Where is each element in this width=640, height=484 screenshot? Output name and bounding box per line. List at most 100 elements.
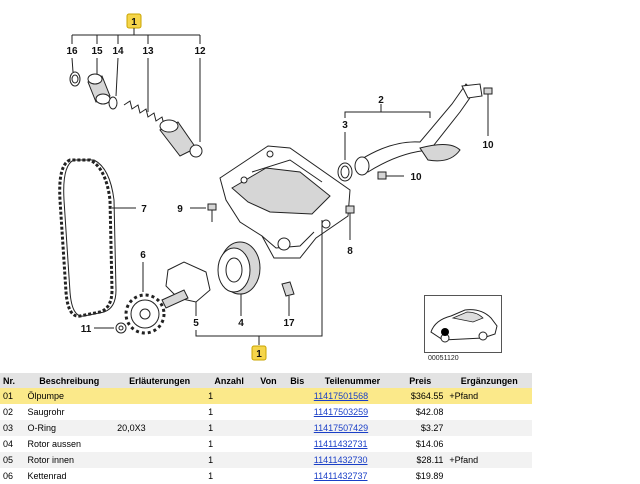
callout-16[interactable]: 16 bbox=[66, 46, 78, 57]
part-number-link[interactable]: 11411432737 bbox=[313, 471, 368, 481]
callout-2[interactable]: 2 bbox=[378, 95, 384, 106]
header-ergaenzungen: Ergänzungen bbox=[446, 373, 532, 388]
callout-17[interactable]: 17 bbox=[283, 318, 295, 329]
row-qty: 1 bbox=[205, 468, 254, 484]
table-row[interactable]: 03 O-Ring 20,0X3 1 11417507429 $3.27 bbox=[0, 420, 532, 436]
row-nr: 06 bbox=[0, 468, 25, 484]
row-qty: 1 bbox=[205, 436, 254, 452]
inner-rotor-5 bbox=[161, 261, 211, 309]
ring-14 bbox=[108, 96, 118, 110]
bolt-10-b bbox=[377, 171, 396, 180]
row-bis bbox=[283, 468, 311, 484]
vehicle-thumbnail bbox=[424, 295, 502, 353]
callout-9[interactable]: 9 bbox=[177, 204, 183, 215]
row-description: Rotor aussen bbox=[24, 436, 115, 452]
row-von bbox=[253, 452, 284, 468]
row-extra: +Pfand bbox=[446, 452, 532, 468]
callout-14[interactable]: 14 bbox=[112, 46, 124, 57]
table-row[interactable]: 02 Saugrohr 1 11417503259 $42.08 bbox=[0, 404, 532, 420]
row-nr: 02 bbox=[0, 404, 25, 420]
row-extra bbox=[446, 436, 532, 452]
callout-10-a[interactable]: 10 bbox=[482, 140, 494, 151]
row-von bbox=[253, 468, 284, 484]
row-note bbox=[114, 388, 206, 404]
callout-6[interactable]: 6 bbox=[140, 250, 146, 261]
suction-pipe-2 bbox=[354, 83, 483, 176]
row-qty: 1 bbox=[205, 452, 254, 468]
bolt-10-a bbox=[483, 87, 493, 108]
part-number-link[interactable]: 11411432730 bbox=[313, 455, 368, 465]
row-extra bbox=[446, 468, 532, 484]
row-price: $364.55 bbox=[394, 388, 447, 404]
row-extra: +Pfand bbox=[446, 388, 532, 404]
callout-12[interactable]: 12 bbox=[194, 46, 206, 57]
row-bis bbox=[283, 436, 311, 452]
piston-12 bbox=[159, 119, 203, 158]
row-note: 20,0X3 bbox=[114, 420, 206, 436]
callout-1-bottom[interactable]: 1 bbox=[256, 349, 262, 360]
row-price: $14.06 bbox=[394, 436, 447, 452]
table-row[interactable]: 01 Ölpumpe 1 11417501568 $364.55 +Pfand bbox=[0, 388, 532, 404]
row-von bbox=[253, 404, 284, 420]
row-note bbox=[114, 404, 206, 420]
row-price: $28.11 bbox=[394, 452, 447, 468]
callout-10-b[interactable]: 10 bbox=[410, 172, 422, 183]
bolt-8 bbox=[345, 205, 355, 226]
sprocket-6 bbox=[124, 293, 166, 335]
header-teilenummer: Teilenummer bbox=[310, 373, 395, 388]
row-von bbox=[253, 436, 284, 452]
row-qty: 1 bbox=[205, 420, 254, 436]
bolt-9 bbox=[207, 203, 217, 222]
callout-7[interactable]: 7 bbox=[141, 204, 147, 215]
callout-3[interactable]: 3 bbox=[342, 120, 348, 131]
row-nr: 03 bbox=[0, 420, 25, 436]
row-nr: 01 bbox=[0, 388, 25, 404]
row-price: $3.27 bbox=[394, 420, 447, 436]
table-row[interactable]: 04 Rotor aussen 1 11411432731 $14.06 bbox=[0, 436, 532, 452]
chain-7 bbox=[58, 158, 117, 318]
thumbnail-code: 00051120 bbox=[428, 355, 459, 362]
callout-8[interactable]: 8 bbox=[347, 246, 353, 257]
sleeve-15 bbox=[87, 73, 111, 105]
parts-table: Nr. Beschreibung Erläuterungen Anzahl Vo… bbox=[0, 373, 532, 484]
outer-rotor-4 bbox=[217, 241, 261, 295]
header-anzahl: Anzahl bbox=[205, 373, 254, 388]
row-price: $19.89 bbox=[394, 468, 447, 484]
row-nr: 04 bbox=[0, 436, 25, 452]
part-number-link[interactable]: 11411432731 bbox=[313, 439, 368, 449]
row-note bbox=[114, 468, 206, 484]
callout-13[interactable]: 13 bbox=[142, 46, 154, 57]
row-price: $42.08 bbox=[394, 404, 447, 420]
callout-1-top[interactable]: 1 bbox=[131, 17, 137, 28]
callout-4[interactable]: 4 bbox=[238, 318, 244, 329]
row-bis bbox=[283, 452, 311, 468]
row-extra bbox=[446, 404, 532, 420]
row-description: Ölpumpe bbox=[24, 388, 115, 404]
car-icon bbox=[430, 309, 498, 343]
row-description: Kettenrad bbox=[24, 468, 115, 484]
header-bis: Bis bbox=[283, 373, 311, 388]
pump-housing bbox=[219, 145, 351, 259]
callout-5[interactable]: 5 bbox=[193, 318, 199, 329]
callout-badge-1-bottom[interactable] bbox=[251, 345, 267, 361]
header-erlaeuterungen: Erläuterungen bbox=[114, 373, 206, 388]
callout-15[interactable]: 15 bbox=[91, 46, 103, 57]
table-row[interactable]: 05 Rotor innen 1 11411432730 $28.11 +Pfa… bbox=[0, 452, 532, 468]
pin-17 bbox=[281, 281, 295, 297]
row-bis bbox=[283, 420, 311, 436]
table-header-row: Nr. Beschreibung Erläuterungen Anzahl Vo… bbox=[0, 373, 532, 388]
part-number-link[interactable]: 11417507429 bbox=[313, 423, 369, 433]
row-bis bbox=[283, 388, 311, 404]
part-number-link[interactable]: 11417503259 bbox=[313, 407, 369, 417]
callout-11[interactable]: 11 bbox=[81, 324, 92, 335]
row-bis bbox=[283, 404, 311, 420]
row-description: Saugrohr bbox=[24, 404, 115, 420]
row-nr: 05 bbox=[0, 452, 25, 468]
row-qty: 1 bbox=[205, 388, 254, 404]
table-row[interactable]: 06 Kettenrad 1 11411432737 $19.89 bbox=[0, 468, 532, 484]
row-note bbox=[114, 436, 206, 452]
row-description: O-Ring bbox=[24, 420, 115, 436]
header-preis: Preis bbox=[394, 373, 447, 388]
part-number-link[interactable]: 11417501568 bbox=[313, 391, 369, 401]
row-extra bbox=[446, 420, 532, 436]
